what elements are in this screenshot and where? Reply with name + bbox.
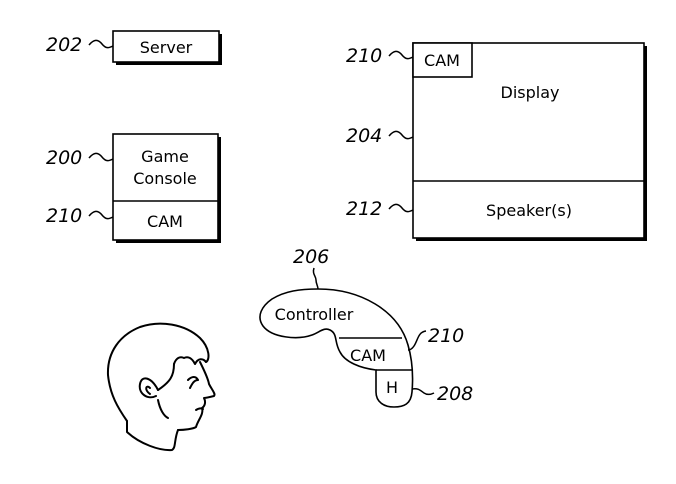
speakers-label: Speaker(s) [486, 201, 572, 220]
server-label: Server [140, 38, 193, 57]
display-block: CAM Display Speaker(s) 210 204 212 [346, 42, 647, 241]
display-cam-leader-line [388, 50, 414, 60]
display-cam-ref-number: 210 [346, 45, 382, 67]
game-console-cam-label: CAM [147, 212, 183, 231]
display-label: Display [501, 83, 560, 102]
server-ref-number: 202 [46, 34, 82, 56]
user-head-icon [106, 322, 216, 452]
controller-outline [259, 288, 414, 408]
display-cam-label: CAM [424, 51, 460, 70]
controller-cam-leader-line [407, 330, 427, 351]
controller-label: Controller [275, 305, 354, 324]
controller-cam-label: CAM [350, 346, 386, 365]
game-console-block: Game Console CAM 200 210 [46, 133, 221, 243]
game-console-ref-number: 200 [46, 147, 82, 169]
server-box [112, 30, 220, 63]
game-console-cam-ref-number: 210 [46, 205, 82, 227]
controller-ref-number: 206 [293, 246, 329, 268]
display-cam-box [412, 42, 473, 78]
game-console-cam-leader-line [88, 210, 114, 220]
controller-block: Controller CAM H 206 210 208 [259, 246, 473, 408]
controller-h-ref-number: 208 [437, 383, 473, 405]
game-console-label-line2: Console [133, 169, 197, 188]
game-console-box [112, 133, 219, 241]
speakers-leader-line [388, 203, 414, 213]
game-console-leader-line [88, 152, 114, 162]
controller-leader-line [312, 267, 319, 290]
controller-h-label: H [386, 378, 398, 397]
display-leader-line [388, 130, 414, 140]
game-console-label-line1: Game [141, 147, 189, 166]
speakers-ref-number: 212 [346, 198, 382, 220]
controller-cam-ref-number: 210 [428, 325, 464, 347]
controller-h-leader-line [411, 388, 435, 396]
server-block: Server 202 [46, 30, 222, 65]
server-leader-line [88, 39, 114, 49]
display-ref-number: 204 [346, 125, 382, 147]
